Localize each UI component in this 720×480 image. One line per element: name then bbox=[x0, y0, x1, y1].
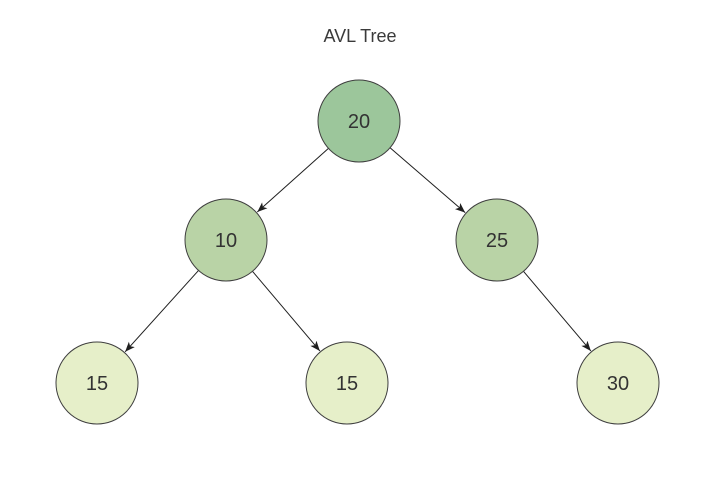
edge-20-25-right bbox=[389, 147, 466, 213]
node-circle bbox=[184, 198, 268, 282]
edge-25-30-right bbox=[523, 270, 592, 352]
node-label: 25 bbox=[486, 230, 508, 252]
diagram-title: AVL Tree bbox=[323, 26, 397, 46]
tree-node-30: 30 bbox=[576, 341, 660, 425]
node-circle bbox=[576, 341, 660, 425]
node-label: 10 bbox=[215, 230, 237, 252]
edge-20-10-left bbox=[256, 147, 329, 213]
node-circle bbox=[317, 79, 401, 163]
node-circle bbox=[305, 341, 389, 425]
node-label: 30 bbox=[607, 373, 629, 395]
tree-node-15: 15 bbox=[55, 341, 139, 425]
tree-node-10: 10 bbox=[184, 198, 268, 282]
edge-10-15-left bbox=[124, 270, 199, 353]
node-circle bbox=[455, 198, 539, 282]
node-label: 15 bbox=[86, 373, 108, 395]
tree-node-20: 20 bbox=[317, 79, 401, 163]
node-label: 15 bbox=[336, 373, 358, 395]
tree-edges bbox=[124, 147, 592, 353]
node-label: 20 bbox=[348, 111, 370, 133]
tree-node-15: 15 bbox=[305, 341, 389, 425]
node-circle bbox=[55, 341, 139, 425]
edge-10-15-right bbox=[252, 270, 321, 352]
tree-node-25: 25 bbox=[455, 198, 539, 282]
tree-nodes: 20 10 25 15 15 30 bbox=[55, 79, 660, 425]
